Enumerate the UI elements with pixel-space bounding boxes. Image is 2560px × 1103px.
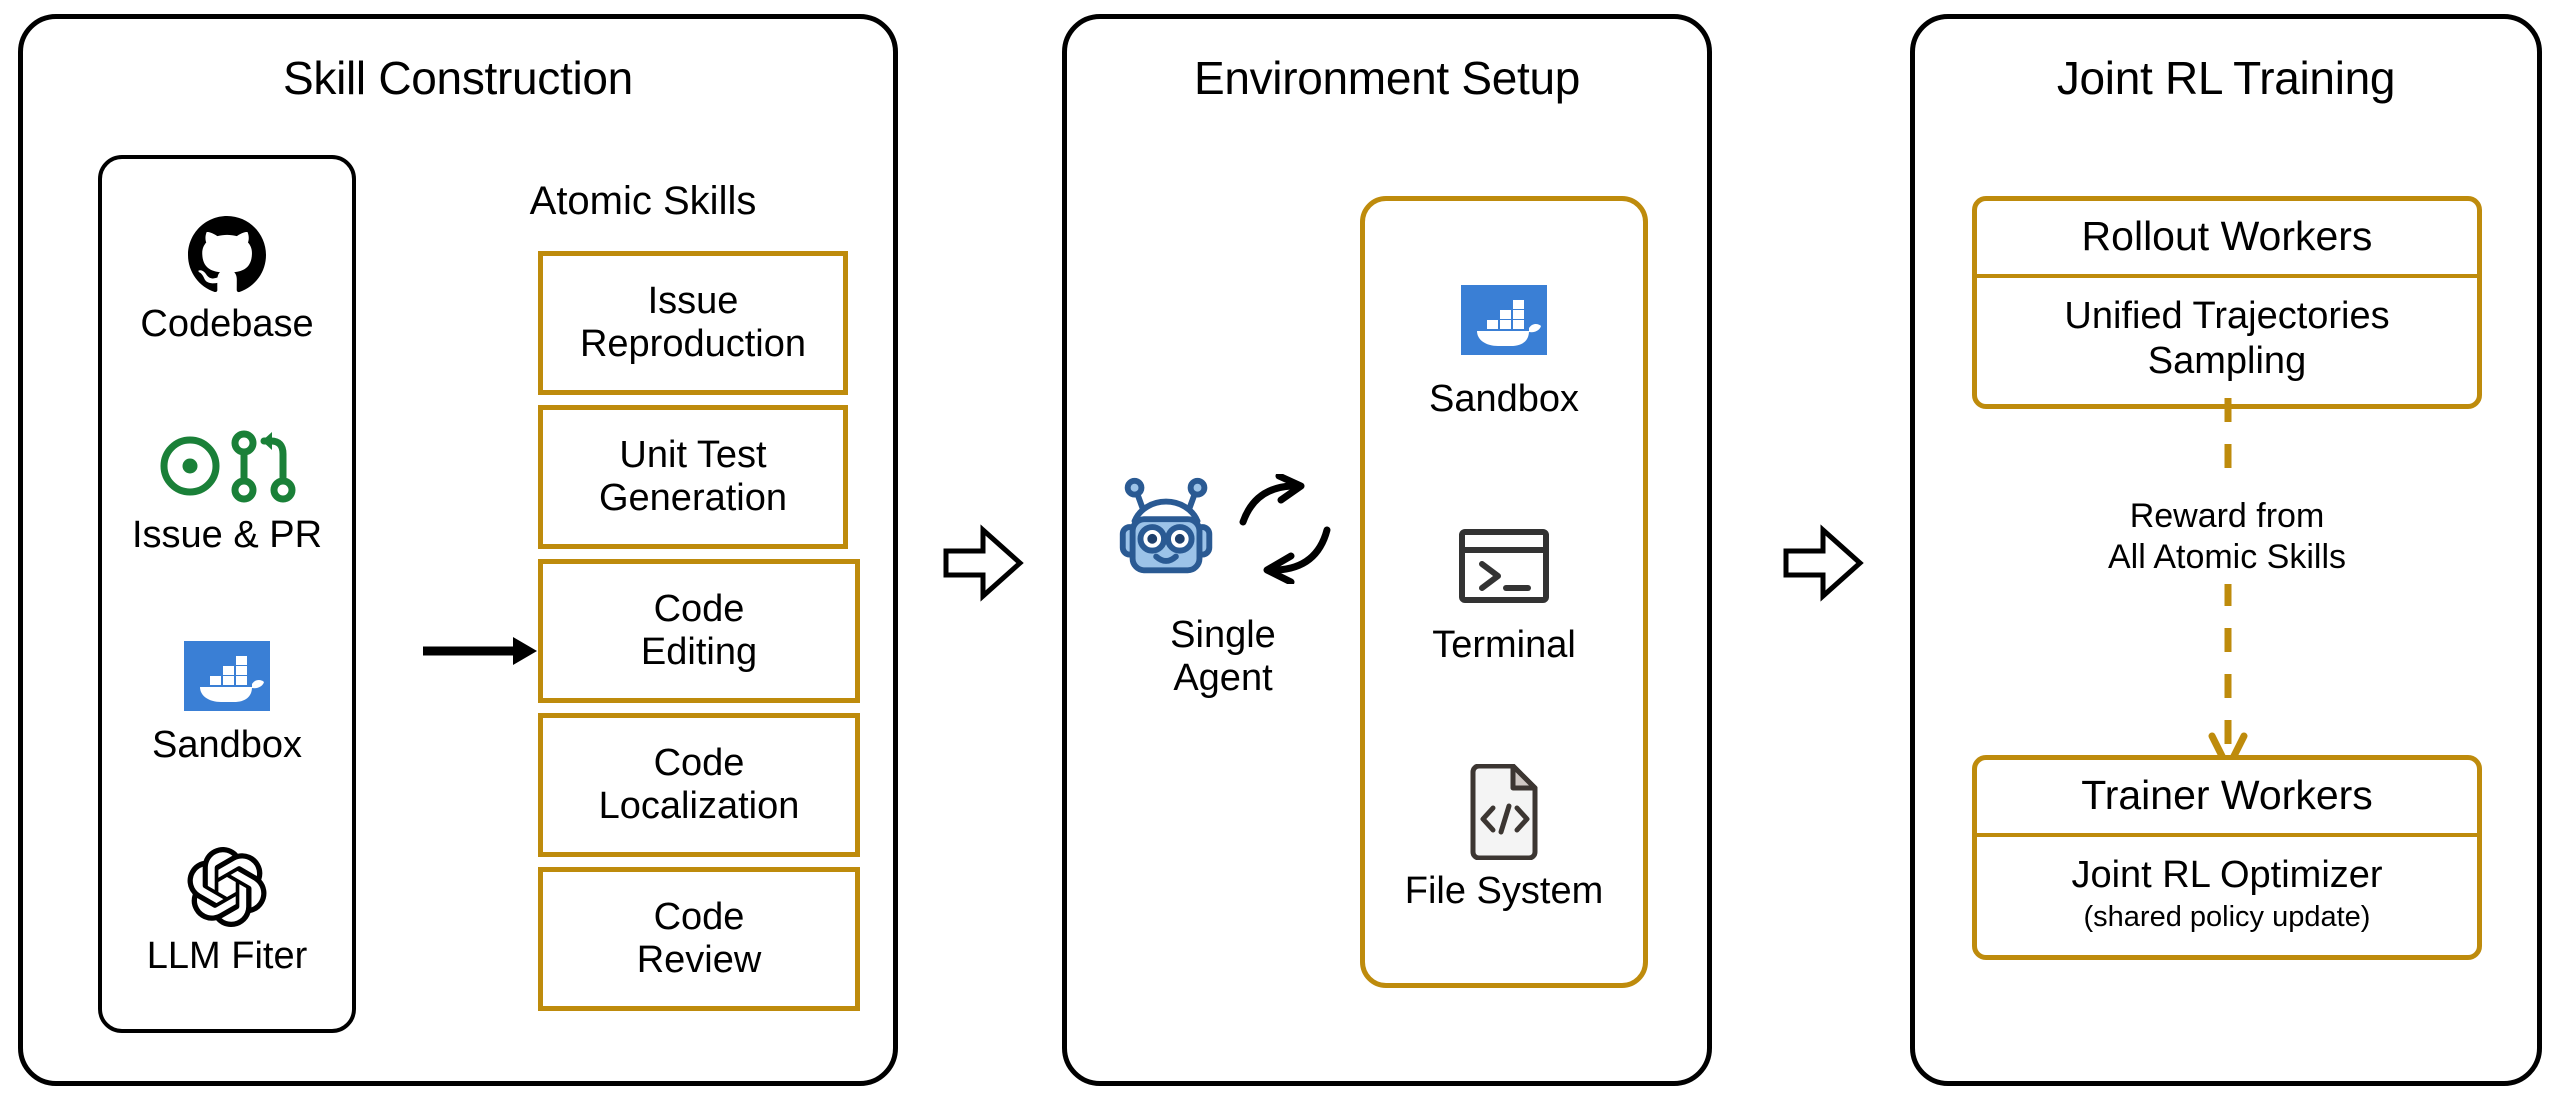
panel-title-environment-setup: Environment Setup [1193,52,1581,104]
rollout-body-line-1: Unified Trajectories [2064,295,2390,338]
source-label: LLM Fiter [146,934,308,977]
skill-line-2: Editing [640,631,758,673]
code-file-icon [1465,764,1543,860]
trainer-body-text: Joint RL Optimizer [2071,854,2383,897]
tool-label: File System [1404,870,1604,912]
source-item-sandbox: Sandbox [152,634,302,764]
skill-line-1: Issue [647,280,739,323]
panel-title-skill-construction: Skill Construction [283,52,633,104]
issue-and-pull-request-icon [152,424,302,508]
github-icon [188,213,266,297]
skill-box-code-review[interactable]: Code Review [538,867,860,1011]
reward-label-line-1: Reward from [2129,497,2325,535]
agent-label-line-2: Agent [1173,657,1273,700]
robot-icon [1119,477,1213,574]
atomic-skills-title: Atomic Skills [529,179,757,223]
panel-skill-construction: Skill Construction Codebase [18,14,898,1086]
single-agent-label: Single Agent [1170,614,1276,701]
tool-label: Terminal [1432,624,1576,666]
tools-card: Sandbox Terminal [1360,196,1648,988]
tool-item-sandbox: Sandbox [1429,274,1579,418]
terminal-icon [1458,520,1550,612]
agent-label-line-1: Single [1170,614,1276,656]
skill-box-code-localization[interactable]: Code Localization [538,713,860,857]
agent-row [1109,470,1337,588]
docker-icon [1460,274,1547,366]
skill-line-2: Reproduction [579,323,807,365]
skill-line-2: Localization [598,785,800,827]
docker-tile [1460,285,1547,355]
reward-label: Reward from All Atomic Skills [1972,490,2482,584]
source-label: Issue & PR [131,513,323,556]
docker-icon [183,634,270,718]
skill-line-2: Review [636,939,762,981]
single-agent-block: Single Agent [1098,470,1348,701]
source-label: Sandbox [151,724,302,767]
trainer-workers-header: Trainer Workers [1977,760,2477,838]
atomic-skills-list: Issue Reproduction Unit Test Generation … [538,251,860,1011]
rollout-workers-box: Rollout Workers Unified Trajectories Sam… [1972,196,2482,409]
trainer-workers-body: Joint RL Optimizer (shared policy update… [1977,837,2477,955]
rollout-workers-body: Unified Trajectories Sampling [1977,278,2477,404]
rollout-workers-header: Rollout Workers [1977,201,2477,279]
right-arrow-icon [423,637,537,665]
skill-box-code-editing[interactable]: Code Editing [538,559,860,703]
tool-label: Sandbox [1428,378,1579,420]
skill-line-2: Generation [598,477,787,519]
openai-icon [187,845,267,929]
source-item-llm-filter: LLM Fiter [147,845,307,975]
skill-line-1: Code [653,588,745,631]
skill-line-1: Code [653,896,745,939]
trainer-workers-box: Trainer Workers Joint RL Optimizer (shar… [1972,755,2482,960]
skill-line-1: Unit Test [619,434,767,477]
dashed-down-arrow-icon [2208,398,2248,770]
skill-box-issue-reproduction[interactable]: Issue Reproduction [538,251,848,395]
block-arrow-right-icon-2 [1783,524,1864,602]
source-item-codebase: Codebase [140,213,314,346]
skill-box-unit-test-generation[interactable]: Unit Test Generation [538,405,848,549]
source-label: Codebase [140,303,314,346]
panel-title-joint-rl-training: Joint RL Training [2056,52,2396,104]
trainer-body-subtext: (shared policy update) [2083,900,2371,933]
block-arrow-right-icon-1 [943,524,1024,602]
reward-label-line-2: All Atomic Skills [2107,537,2347,576]
tool-item-terminal: Terminal [1432,520,1576,664]
data-sources-card: Codebase [98,155,356,1033]
docker-tile [183,641,270,712]
skill-line-1: Code [653,742,745,785]
rollout-body-line-2: Sampling [2147,339,2307,382]
bidirectional-arrows-icon [1239,474,1331,584]
tool-item-file-system: File System [1404,764,1604,912]
source-item-issue-and-pr: Issue & PR [132,424,322,554]
